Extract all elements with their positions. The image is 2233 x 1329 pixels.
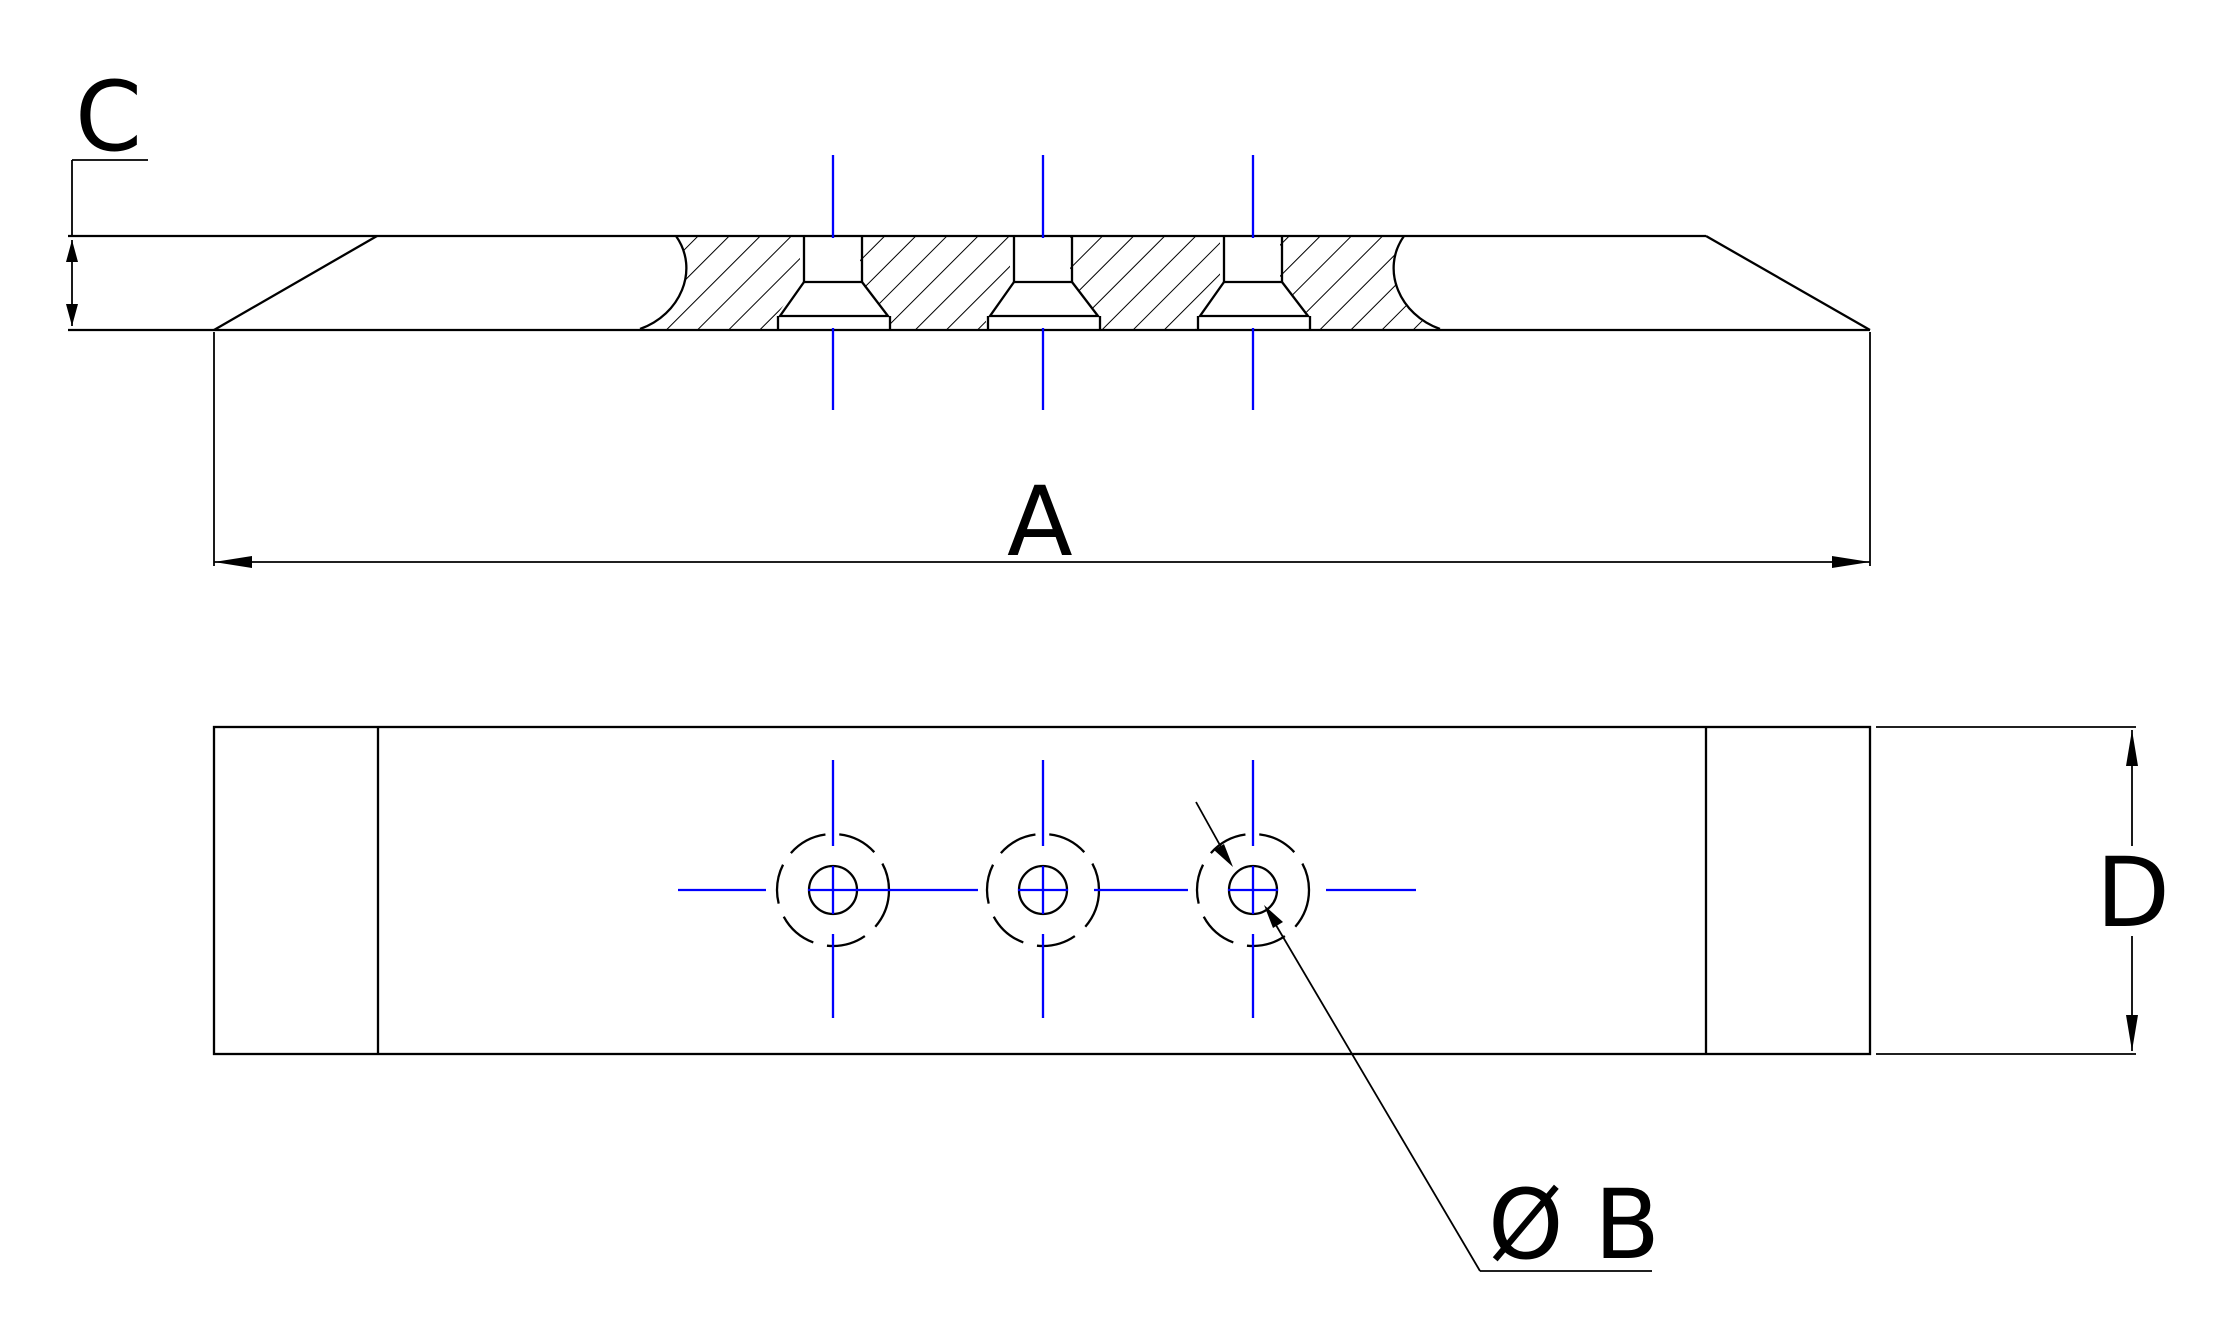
plan-centerlines xyxy=(678,760,1416,1018)
countersink-hole-1 xyxy=(776,236,892,330)
countersink-hole-3 xyxy=(1196,236,1312,330)
left-concave-edge xyxy=(639,235,688,331)
plan-outline xyxy=(212,725,1872,1056)
dimension-d: D xyxy=(1876,726,2170,1055)
right-concave-edge xyxy=(1392,235,1441,331)
dimension-label-c: C xyxy=(75,61,142,173)
side-centerlines xyxy=(831,155,1255,410)
right-bevel xyxy=(1705,235,1871,331)
top-plan-view: D Ø B xyxy=(212,725,2170,1281)
dimension-label-b: Ø B xyxy=(1488,1169,1660,1281)
side-section-view: C A xyxy=(66,61,1871,578)
dimension-label-a: A xyxy=(1007,466,1073,578)
dimension-label-d: D xyxy=(2096,837,2170,949)
dimension-a: A xyxy=(213,332,1871,578)
dimension-c: C xyxy=(66,61,148,326)
countersink-hole-2 xyxy=(986,236,1102,330)
left-bevel xyxy=(213,235,378,331)
dimension-b: Ø B xyxy=(1195,801,1660,1281)
